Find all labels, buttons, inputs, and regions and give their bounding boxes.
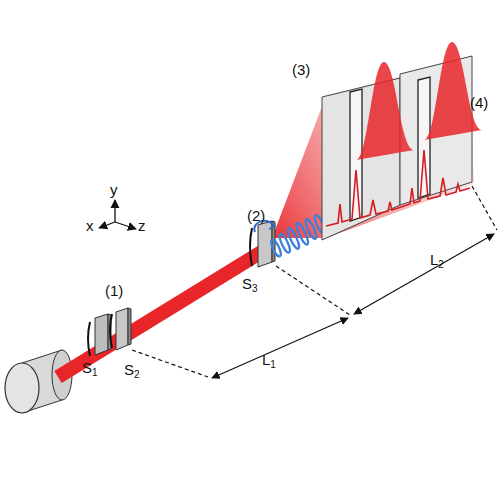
part-label: L1 xyxy=(262,352,276,367)
axis-label: y xyxy=(110,182,118,197)
pulse-cycle xyxy=(295,222,310,246)
laser-beam xyxy=(58,248,268,377)
part-label: S1 xyxy=(82,360,98,375)
callout-number: (4) xyxy=(470,95,488,110)
part-label: S2 xyxy=(124,362,140,377)
axis-label: z xyxy=(138,218,146,233)
axes xyxy=(99,200,136,229)
callout-number: (1) xyxy=(105,283,123,298)
screen xyxy=(322,42,482,240)
callout-number: (3) xyxy=(292,62,310,77)
part-label: S3 xyxy=(242,276,258,291)
callout-number: (2) xyxy=(247,208,265,223)
plate-s2 xyxy=(110,308,131,350)
axis-label: x xyxy=(86,218,94,233)
plate-s1 xyxy=(88,314,111,356)
dimension-lines xyxy=(132,186,497,378)
part-label: L2 xyxy=(430,252,444,267)
